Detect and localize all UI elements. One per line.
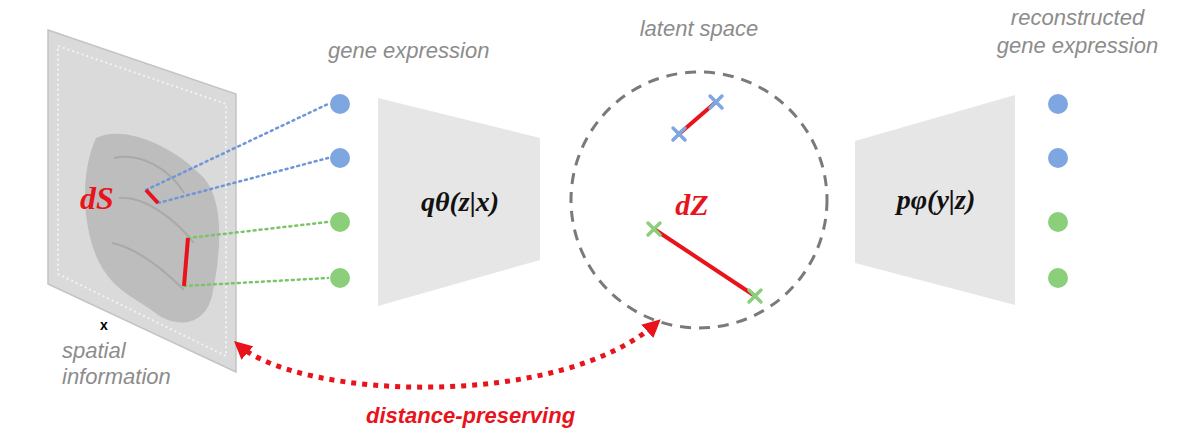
text-holder: distance-preserving: [366, 403, 575, 429]
network-shape: [378, 98, 540, 306]
tissue-texture: [112, 157, 194, 290]
text-holder: qθ(z|x): [378, 96, 542, 308]
output-dots: [1048, 94, 1068, 288]
tissue-slide: dSspatial information: [44, 28, 238, 376]
latent-points: [648, 96, 761, 302]
text-holder: x: [100, 316, 108, 334]
tissue-section: [85, 134, 219, 323]
text-holder: reconstructed gene expression: [985, 4, 1170, 60]
network-shape: [855, 95, 1015, 305]
gene-dot: [330, 94, 350, 114]
gene-dot: [1048, 148, 1068, 168]
edge-label: distance-preserving: [366, 403, 575, 429]
gene-dot: [1048, 94, 1068, 114]
text-holder: dZ: [569, 188, 815, 222]
distance-arrow: [238, 323, 657, 387]
space-heading: latent space: [640, 16, 759, 42]
slide-frame: [58, 46, 226, 356]
gene-dot: [1048, 212, 1068, 232]
input-dots: [330, 94, 350, 288]
latent-circle: latent spacedZ: [569, 70, 829, 330]
text-holder: gene expression: [328, 38, 489, 64]
latent-boundary: [571, 72, 827, 328]
latent-point: [710, 96, 722, 108]
caption-label: spatial information: [62, 338, 192, 390]
gene-dot: [1048, 268, 1068, 288]
output-label: reconstructed gene expression: [985, 4, 1170, 60]
decoder-trapezoid: pφ(y|z): [855, 93, 1017, 307]
latent-distance: [654, 229, 755, 296]
text-holder: spatial information: [62, 338, 192, 390]
slide-glass: [48, 30, 236, 372]
text-holder: latent space: [569, 16, 829, 42]
distance-symbol: dZ: [675, 188, 708, 222]
latent-point: [749, 290, 761, 302]
text-holder: dS: [80, 180, 114, 217]
encoder-trapezoid: qθ(z|x): [378, 96, 542, 308]
tissue-slide-outline: [44, 28, 238, 376]
latent-point: [673, 128, 685, 140]
gene-dot: [330, 268, 350, 288]
text-holder: pφ(y|z): [855, 93, 1017, 307]
gene-dot: [330, 148, 350, 168]
latent-point: [648, 223, 660, 235]
decoder-label: pφ(y|z): [897, 184, 976, 216]
origin-mark: x: [100, 317, 108, 333]
input-label: gene expression: [328, 38, 489, 64]
distance-symbol: dS: [80, 180, 114, 217]
encoder-label: qθ(z|x): [421, 186, 499, 218]
gene-dot: [330, 212, 350, 232]
